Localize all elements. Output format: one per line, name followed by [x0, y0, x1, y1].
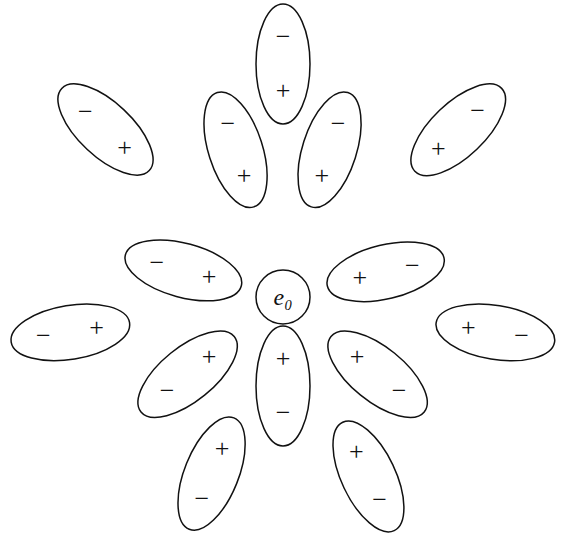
- ellipse-outline: [325, 240, 446, 304]
- ellipse-outline: [9, 302, 132, 363]
- charge-sign: −: [220, 111, 235, 137]
- ellipse-outline: [434, 302, 557, 363]
- dipole-ellipse: +−: [254, 324, 312, 448]
- dipole-ellipse: +−: [326, 329, 429, 419]
- charge-sign: −: [36, 323, 51, 349]
- dipole-ellipse: +−: [325, 240, 446, 304]
- dipole-ellipse: +−: [136, 329, 239, 419]
- charge-sign: +: [89, 315, 104, 341]
- dipole-ellipse: +−: [331, 419, 406, 534]
- ellipse-outline: [409, 82, 507, 178]
- charge-sign: −: [372, 487, 387, 513]
- ellipse-outline: [254, 324, 312, 448]
- charge-sign: +: [276, 346, 291, 372]
- charge-sign: +: [215, 436, 230, 462]
- ellipse-outline: [136, 329, 239, 419]
- charge-label: e₀: [274, 285, 293, 309]
- charge-sign: −: [470, 98, 485, 124]
- charge-sign: +: [276, 78, 291, 104]
- ellipse-outline: [176, 415, 247, 532]
- charge-sign: +: [349, 439, 364, 465]
- charge-sign: −: [331, 111, 346, 137]
- charge-sign: +: [431, 136, 446, 162]
- ellipse-outline: [331, 419, 406, 534]
- charge-sign: −: [514, 323, 529, 349]
- dipole-ellipse: −+: [296, 90, 363, 209]
- dipole-ellipse: −+: [123, 238, 244, 303]
- charge-sign: +: [117, 135, 132, 161]
- charge-sign: −: [276, 24, 291, 50]
- ellipse-outline: [202, 90, 269, 209]
- ellipse-outline: [296, 90, 363, 209]
- ellipse-outline: [254, 2, 312, 126]
- charge-sign: −: [195, 486, 210, 512]
- dipole-ellipse: +−: [176, 415, 247, 532]
- charge-sign: −: [160, 378, 175, 404]
- charge-sign: +: [237, 163, 252, 189]
- charge-sign: +: [202, 264, 217, 290]
- charge-sign: +: [202, 344, 217, 370]
- dipole-ellipse: −+: [202, 90, 269, 209]
- ellipse-outline: [123, 238, 244, 303]
- dipole-ellipse: −+: [409, 82, 507, 178]
- central-charge: e₀: [254, 268, 312, 326]
- dipole-ellipse: −+: [9, 302, 132, 363]
- dipole-ellipse: −+: [254, 2, 312, 126]
- charge-sign: −: [392, 378, 407, 404]
- charge-sign: +: [461, 315, 476, 341]
- charge-sign: +: [314, 163, 329, 189]
- charge-sign: +: [350, 344, 365, 370]
- charge-sign: −: [405, 253, 420, 279]
- charge-sign: −: [150, 250, 165, 276]
- dipole-ellipse: +−: [434, 302, 557, 363]
- ellipse-outline: [326, 329, 429, 419]
- charge-sign: −: [276, 400, 291, 426]
- dipole-ellipse: −+: [56, 82, 155, 177]
- charge-sign: −: [78, 99, 93, 125]
- charge-sign: +: [352, 265, 367, 291]
- ellipse-outline: [56, 82, 155, 177]
